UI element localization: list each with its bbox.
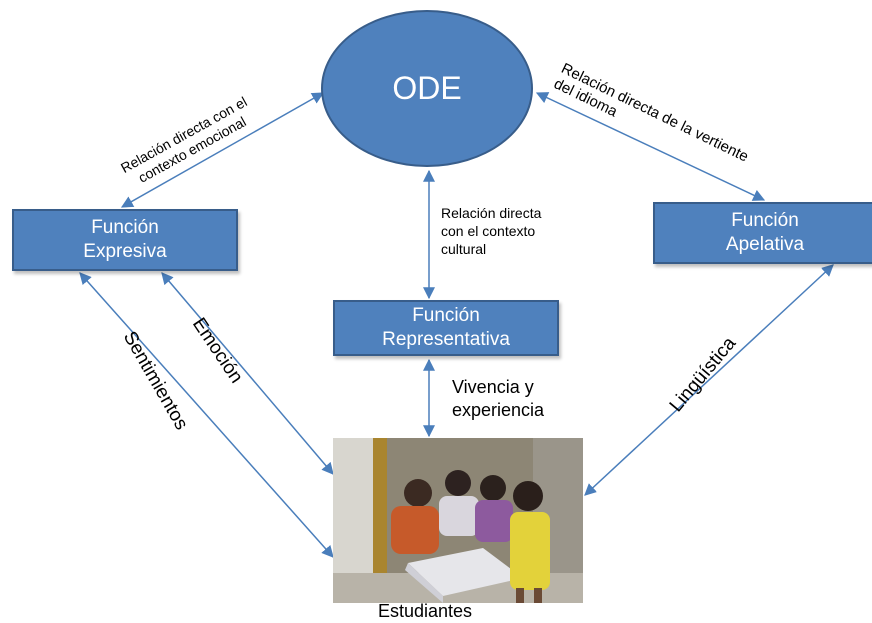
label-vivencia: Vivencia y experiencia — [452, 376, 544, 422]
funcion-expresiva-node: Función Expresiva — [12, 209, 238, 271]
arrow-expresiva-ode — [120, 92, 325, 208]
funcion-representativa-line-2: Representativa — [382, 329, 510, 350]
arrow-linguistica — [584, 264, 834, 496]
funcion-apelativa-line-2: Apelativa — [725, 234, 805, 255]
funcion-representativa-line-1: Función — [412, 305, 480, 326]
label-ode-representativa-line-3: cultural — [441, 241, 487, 257]
funcion-apelativa-line-1: Función — [731, 210, 799, 231]
label-vivencia-line-2: experiencia — [452, 400, 545, 420]
arrow-emocion — [161, 272, 334, 475]
arrow-ode-apelativa — [535, 92, 766, 201]
funcion-apelativa-node: Función Apelativa — [653, 202, 872, 264]
students-photo — [333, 438, 583, 603]
ode-label: ODE — [392, 70, 462, 106]
label-ode-representativa-line-1: Relación directa — [441, 205, 542, 221]
label-ode-representativa: Relación directa con el contexto cultura… — [441, 204, 541, 258]
label-vivencia-line-1: Vivencia y — [452, 377, 534, 397]
ode-node: ODE — [321, 10, 533, 167]
funcion-expresiva-line-1: Función — [91, 217, 159, 238]
label-ode-representativa-line-2: con el contexto — [441, 223, 536, 239]
students-caption: Estudiantes — [378, 601, 473, 621]
students-photo-illustration — [333, 438, 583, 603]
funcion-expresiva-line-2: Expresiva — [83, 241, 167, 262]
funcion-representativa-node: Función Representativa — [333, 300, 559, 356]
